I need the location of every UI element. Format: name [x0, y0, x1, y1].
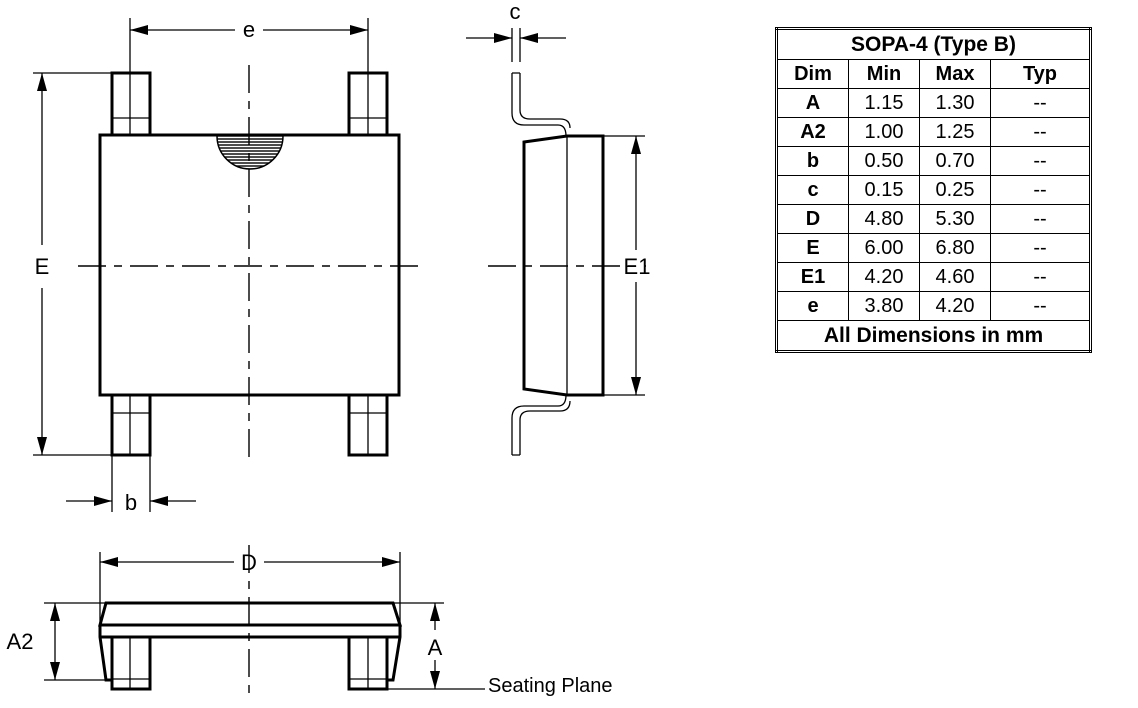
label-D: D: [241, 550, 257, 575]
label-b: b: [125, 490, 137, 515]
table-header-row: Dim Min Max Typ: [776, 59, 1091, 89]
table-title: SOPA-4 (Type B): [776, 28, 1091, 60]
cell-dim: c: [776, 175, 849, 205]
header-dim: Dim: [776, 59, 849, 89]
cell-min: 6.00: [848, 233, 920, 263]
dimensions-table: SOPA-4 (Type B) Dim Min Max Typ A 1.15 1…: [775, 27, 1092, 353]
dimension-E: E: [33, 72, 112, 456]
header-min: Min: [848, 59, 920, 89]
cell-max: 6.80: [919, 233, 991, 263]
table-row: A 1.15 1.30 --: [776, 88, 1091, 118]
cell-dim: A2: [776, 117, 849, 147]
header-max: Max: [919, 59, 991, 89]
cell-dim: A: [776, 88, 849, 118]
label-e: e: [243, 17, 255, 42]
label-c: c: [510, 0, 521, 24]
table-footer: All Dimensions in mm: [776, 320, 1091, 352]
cell-typ: --: [990, 291, 1091, 321]
table-row: E 6.00 6.80 --: [776, 233, 1091, 263]
table-row: A2 1.00 1.25 --: [776, 117, 1091, 147]
cell-min: 4.20: [848, 262, 920, 292]
cell-dim: e: [776, 291, 849, 321]
table-row: D 4.80 5.30 --: [776, 204, 1091, 234]
cell-typ: --: [990, 262, 1091, 292]
label-A2: A2: [7, 629, 34, 654]
table-row: E1 4.20 4.60 --: [776, 262, 1091, 292]
dimension-b: b: [66, 455, 196, 515]
label-E1: E1: [624, 254, 651, 279]
dimension-e: e: [129, 17, 369, 73]
dimension-A2: A2: [7, 602, 106, 681]
cell-typ: --: [990, 175, 1091, 205]
cell-typ: --: [990, 204, 1091, 234]
cell-max: 4.60: [919, 262, 991, 292]
cell-dim: E: [776, 233, 849, 263]
package-body-front: [98, 601, 403, 627]
dimension-E1: E1: [603, 135, 651, 396]
cell-typ: --: [990, 146, 1091, 176]
table-row: b 0.50 0.70 --: [776, 146, 1091, 176]
table-row: c 0.15 0.25 --: [776, 175, 1091, 205]
dimension-D: D: [99, 550, 401, 625]
lead-bottom-left: [110, 393, 152, 457]
cell-min: 0.15: [848, 175, 920, 205]
cell-max: 0.25: [919, 175, 991, 205]
cell-dim: D: [776, 204, 849, 234]
cell-min: 1.00: [848, 117, 920, 147]
label-A: A: [428, 635, 443, 660]
cell-dim: b: [776, 146, 849, 176]
cell-min: 4.80: [848, 204, 920, 234]
cell-max: 1.25: [919, 117, 991, 147]
label-seating-plane: Seating Plane: [488, 675, 613, 697]
cell-max: 5.30: [919, 204, 991, 234]
side-view: [488, 72, 646, 456]
cell-typ: --: [990, 117, 1091, 147]
cell-max: 1.30: [919, 88, 991, 118]
cell-typ: --: [990, 88, 1091, 118]
cell-typ: --: [990, 233, 1091, 263]
header-typ: Typ: [990, 59, 1091, 89]
cell-dim: E1: [776, 262, 849, 292]
pin1-notch-icon: [216, 134, 284, 170]
cell-min: 3.80: [848, 291, 920, 321]
dimension-c: c: [466, 0, 566, 62]
label-E: E: [35, 254, 50, 279]
lead-top-left: [110, 71, 152, 137]
cell-max: 0.70: [919, 146, 991, 176]
table-row: e 3.80 4.20 --: [776, 291, 1091, 321]
cell-min: 0.50: [848, 146, 920, 176]
dimension-A: A Seating Plane: [387, 602, 613, 697]
cell-min: 1.15: [848, 88, 920, 118]
cell-max: 4.20: [919, 291, 991, 321]
top-view: [78, 65, 422, 465]
